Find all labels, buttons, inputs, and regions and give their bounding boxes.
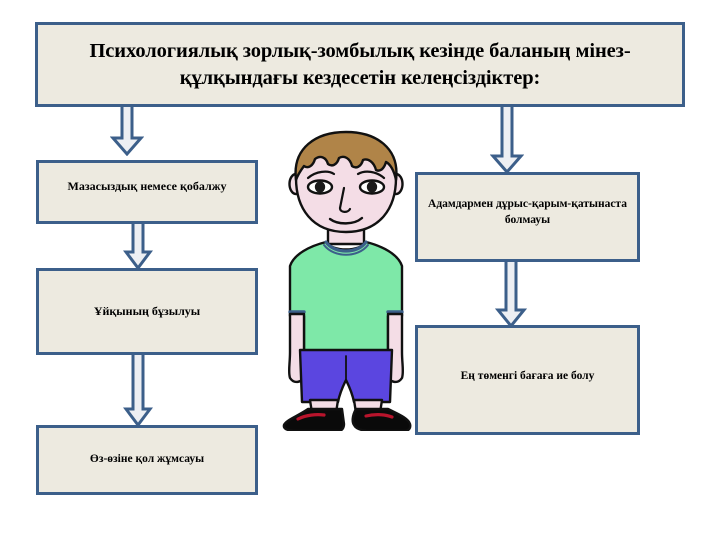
- left-item-2-box: Ұйқының бұзылуы: [36, 268, 258, 355]
- left-item-3-box: Өз-өзіне қол жұмсауы: [36, 425, 258, 495]
- down-arrow-icon: [495, 260, 527, 328]
- connector-left-2-to-left-3: [123, 353, 153, 427]
- left-item-3-label: Өз-өзіне қол жұмсауы: [89, 453, 205, 466]
- right-item-1-box: Адамдармен дұрыс-қарым-қатынаста болмауы: [415, 172, 640, 262]
- right-item-1-label: Адамдармен дұрыс-қарым-қатынаста болмауы: [428, 198, 627, 226]
- down-arrow-icon: [110, 104, 144, 156]
- boy-illustration-svg: [282, 130, 412, 431]
- left-item-1-label: Мазасыздық немесе қобалжу: [67, 179, 227, 193]
- connector-title-to-right-1: [490, 104, 524, 174]
- title-text: Психологиялық зорлық-зомбылық кезінде ба…: [89, 39, 631, 89]
- down-arrow-icon: [123, 222, 153, 270]
- connector-right-1-to-right-2: [495, 260, 527, 328]
- down-arrow-icon: [123, 353, 153, 427]
- down-arrow-icon: [490, 104, 524, 174]
- left-item-2-label: Ұйқының бұзылуы: [93, 304, 201, 319]
- connector-left-1-to-left-2: [123, 222, 153, 270]
- right-item-2-box: Ең төменгі бағаға ие болу: [415, 325, 640, 435]
- left-item-1-box: Мазасыздық немесе қобалжу: [36, 160, 258, 224]
- boy-illustration: [268, 126, 424, 431]
- connector-title-to-left-1: [110, 104, 144, 156]
- title-box: Психологиялық зорлық-зомбылық кезінде ба…: [35, 22, 685, 107]
- right-item-2-label: Ең төменгі бағаға ие болу: [460, 370, 595, 382]
